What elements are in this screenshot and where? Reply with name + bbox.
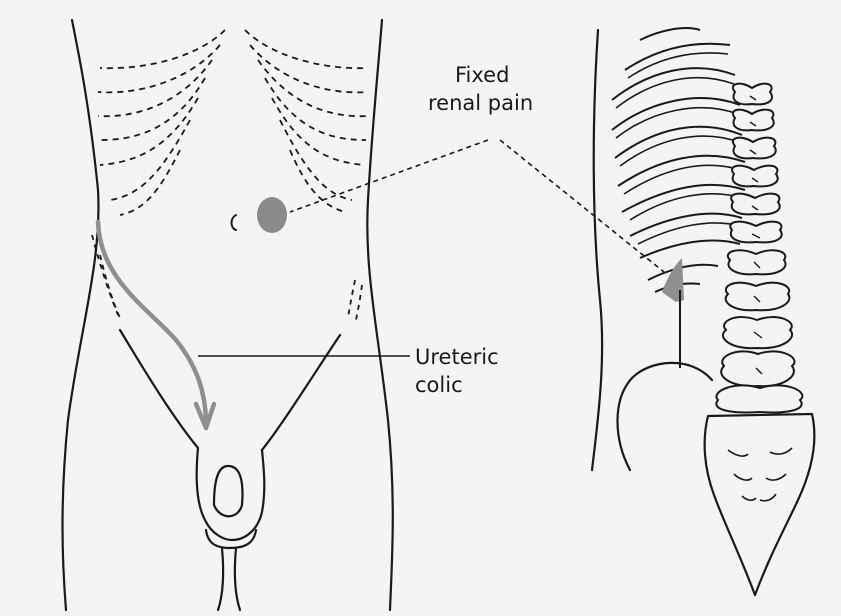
umbilicus: [232, 215, 237, 230]
iliac-crests: [92, 235, 362, 320]
inguinal-line-right: [262, 335, 340, 450]
genital-outline: [197, 448, 265, 540]
renal-pain-spot: [257, 197, 287, 233]
fixed-renal-pain-label-line1: Fixed: [455, 63, 509, 87]
inguinal-line-left: [120, 330, 198, 448]
sacrum: [705, 414, 815, 595]
ureteric-colic-arrow: [98, 222, 214, 428]
spine: [716, 84, 802, 413]
torso-outline-right: [367, 20, 392, 610]
ribs-front-left: [98, 30, 225, 215]
ribs-back: [612, 28, 745, 292]
ureteric-colic-label-line1: Ureteric: [415, 345, 499, 369]
back-outline: [592, 30, 602, 470]
torso-outline-left: [63, 20, 99, 610]
ureteric-colic-label-line2: colic: [415, 373, 463, 397]
front-torso: [63, 20, 393, 610]
genital-inner: [214, 466, 242, 516]
fixed-renal-pain-label-line2: renal pain: [428, 91, 533, 115]
back-figure: [592, 30, 712, 470]
ribs-front-right: [245, 30, 368, 212]
leader-fixed-to-kidney: [500, 140, 664, 272]
flank-outline: [618, 363, 713, 470]
leg-gap-right: [235, 548, 240, 610]
leg-gap-left: [218, 548, 223, 610]
leader-fixed-to-spot: [290, 140, 488, 212]
